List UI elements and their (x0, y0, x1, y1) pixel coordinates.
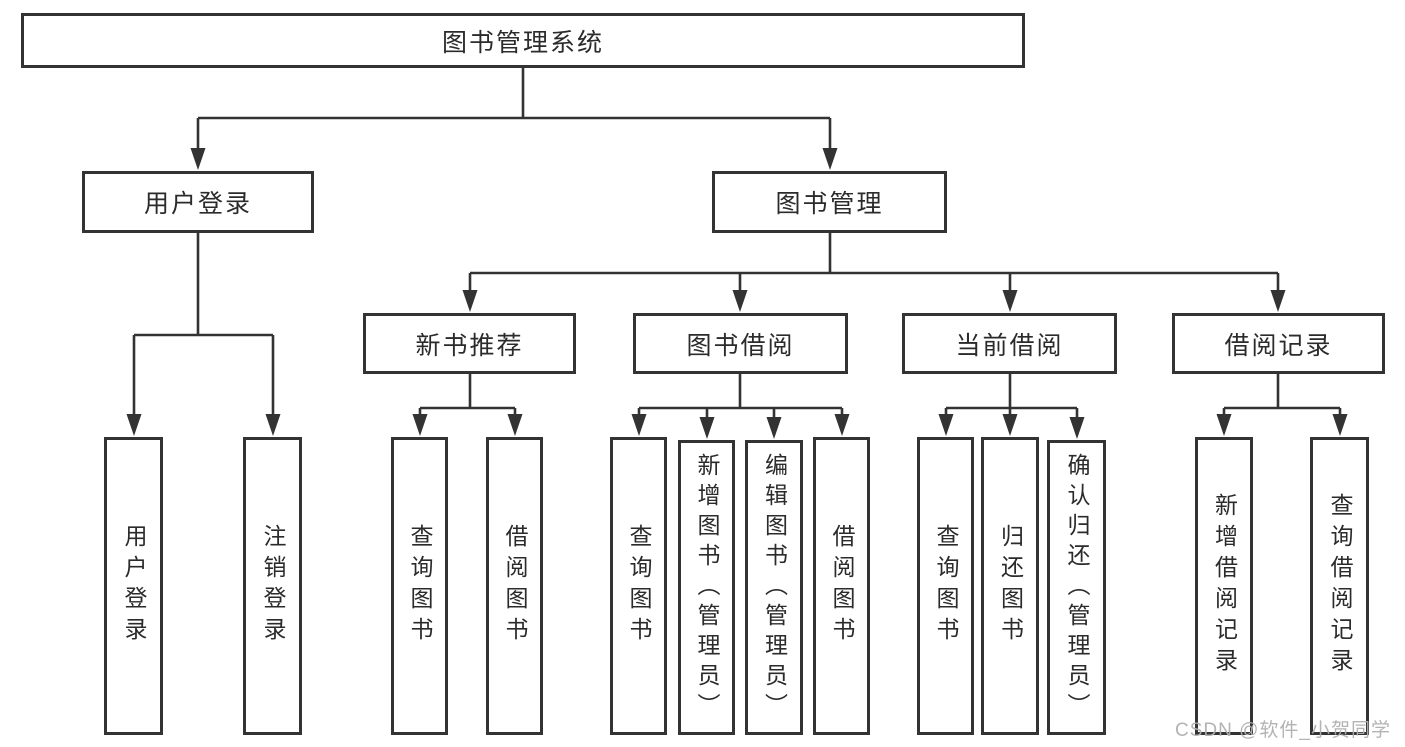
node-book-management: 图书管理 (712, 171, 947, 233)
node-library-system: 图书管理系统 (21, 13, 1025, 68)
node-label: 用户登录 (121, 524, 147, 648)
node-label: 借阅记录 (1224, 331, 1333, 360)
node-label: 图书管理 (775, 190, 884, 218)
node-query-books-recommend: 查询图书 (391, 437, 448, 735)
node-logout-action: 注销登录 (243, 437, 302, 735)
node-current-borrowing: 当前借阅 (902, 313, 1117, 374)
node-label: 图书借阅 (686, 331, 795, 360)
node-label: 查询图书 (407, 524, 433, 648)
node-label: 查询图书 (626, 524, 652, 648)
node-confirm-return-admin: 确认归还（管理员） (1047, 440, 1106, 735)
node-user-login-action: 用户登录 (104, 437, 163, 735)
node-label: 新增图书（管理员） (694, 452, 720, 723)
node-borrowing-records: 借阅记录 (1172, 313, 1385, 374)
node-query-books-current: 查询图书 (917, 437, 974, 735)
node-label: 当前借阅 (955, 331, 1064, 360)
node-book-borrowing: 图书借阅 (633, 313, 848, 374)
node-user-login: 用户登录 (82, 171, 314, 233)
node-label: 新增借阅记录 (1211, 493, 1238, 679)
node-borrow-books-recommend: 借阅图书 (486, 437, 543, 735)
node-borrow-books: 借阅图书 (813, 437, 870, 735)
node-label: 借阅图书 (829, 524, 855, 648)
node-label: 归还图书 (997, 524, 1024, 648)
node-edit-book-admin: 编辑图书（管理员） (745, 440, 803, 735)
node-add-book-admin: 新增图书（管理员） (678, 440, 735, 735)
node-add-borrow-record: 新增借阅记录 (1195, 437, 1253, 735)
node-new-book-recommend: 新书推荐 (363, 313, 576, 374)
node-label: 查询图书 (933, 524, 959, 648)
node-label: 用户登录 (143, 190, 252, 218)
csdn-watermark: CSDN @软件_小贺同学 (1175, 720, 1391, 741)
node-label: 编辑图书（管理员） (761, 452, 788, 723)
arrowheads (126, 148, 1348, 439)
node-label: 确认归还（管理员） (1064, 452, 1090, 723)
node-label: 图书管理系统 (441, 28, 604, 57)
node-query-books-borrow: 查询图书 (610, 437, 667, 735)
node-query-borrow-record: 查询借阅记录 (1310, 437, 1369, 735)
node-label: 新书推荐 (415, 331, 524, 360)
node-label: 查询借阅记录 (1327, 493, 1353, 679)
node-label: 注销登录 (260, 524, 286, 648)
node-return-book: 归还图书 (981, 437, 1039, 735)
node-label: 借阅图书 (502, 524, 528, 648)
